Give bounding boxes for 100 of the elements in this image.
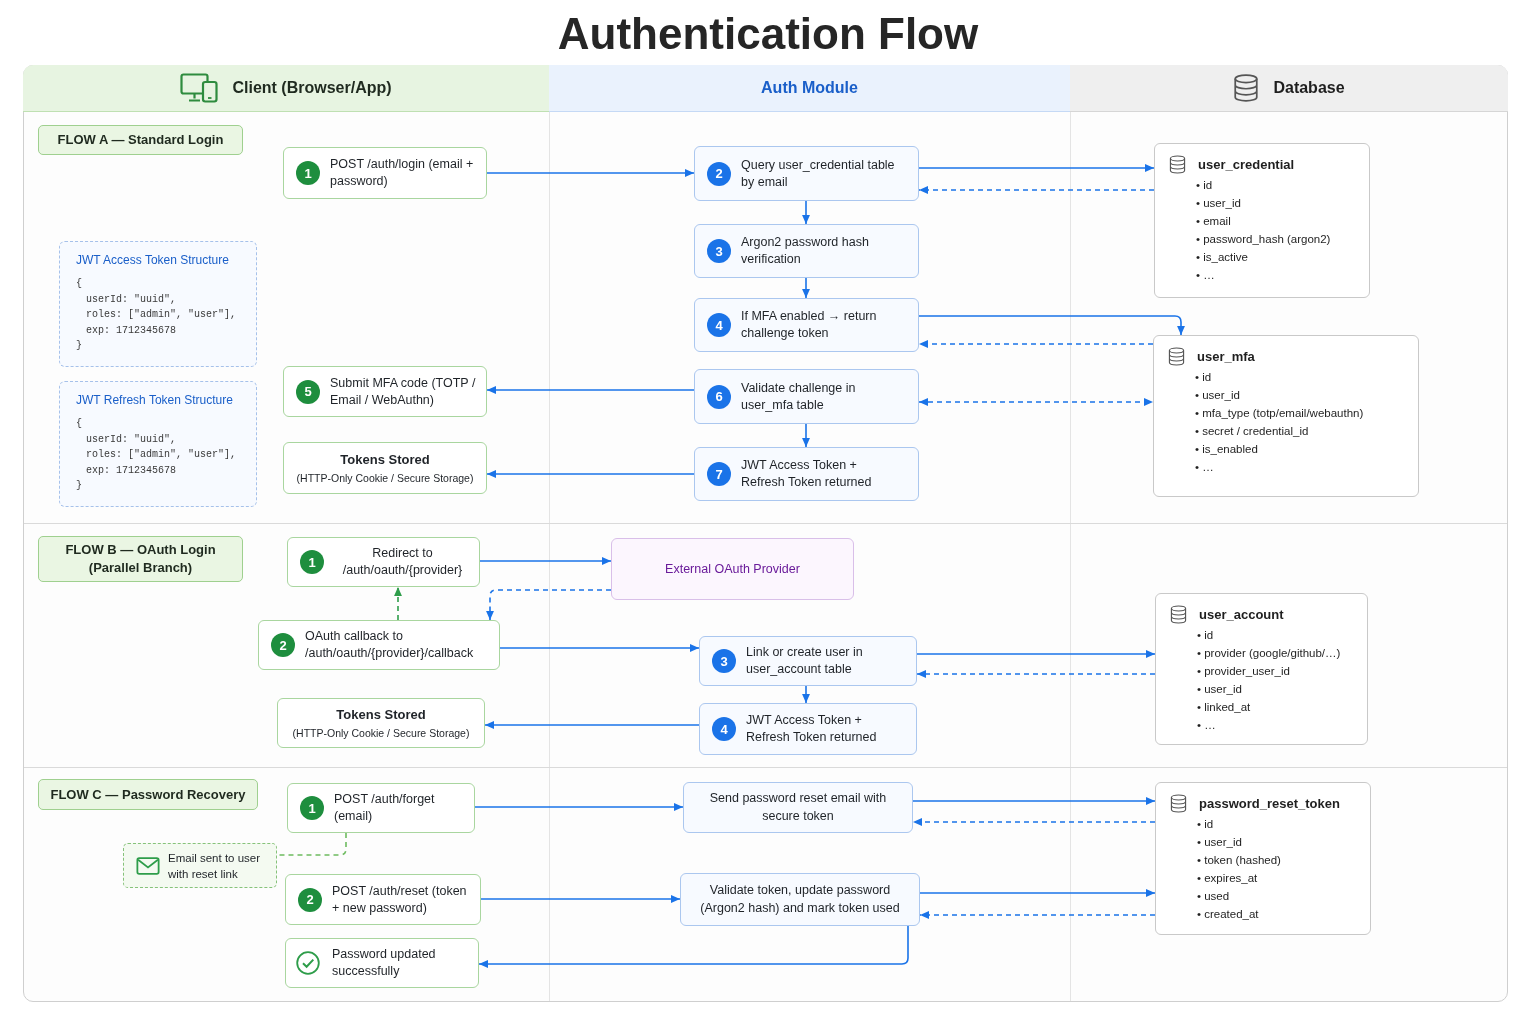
flow-label: FLOW A — Standard Login xyxy=(38,125,243,155)
table-field: • id xyxy=(1197,815,1214,833)
process-box xyxy=(694,146,919,201)
table-field: • … xyxy=(1196,266,1215,284)
step-text: POST /auth/login (email + password) xyxy=(330,156,475,190)
lane-title: Auth Module xyxy=(761,79,858,97)
process-box xyxy=(694,447,919,501)
step-text: Query user_credential table by email xyxy=(741,156,896,191)
storage-box xyxy=(277,698,485,748)
code-line: { xyxy=(76,417,82,431)
code-line: exp: 1712345678 xyxy=(86,463,176,478)
process-box xyxy=(683,782,913,833)
arrow xyxy=(918,315,1185,336)
process-box xyxy=(694,298,919,352)
lane-header xyxy=(549,65,1070,112)
code-note-box xyxy=(59,381,257,507)
table-field: • user_id xyxy=(1196,194,1241,212)
table-field: • user_id xyxy=(1197,680,1242,698)
dashed-arrow xyxy=(918,186,1155,194)
step-text: OAuth callback to /auth/oauth/{provider}/callback xyxy=(305,628,475,662)
step-number-badge: 1 xyxy=(300,796,324,820)
database-table-box xyxy=(1155,593,1368,745)
process-box xyxy=(283,366,487,417)
arrow xyxy=(499,644,700,652)
arrow xyxy=(802,423,810,448)
arrow xyxy=(480,895,681,903)
step-number-badge: 2 xyxy=(707,161,731,186)
step-text: Argon2 password hash verification xyxy=(741,234,870,268)
step-text: POST /auth/forget (email) xyxy=(334,791,436,825)
step-number-badge: 2 xyxy=(298,887,322,912)
lane-header xyxy=(23,65,549,112)
process-box xyxy=(283,147,487,199)
note-title: JWT Refresh Token Structure xyxy=(76,392,233,408)
process-box xyxy=(680,873,920,926)
flow-label: FLOW C — Password Recovery xyxy=(38,779,258,810)
process-box xyxy=(287,537,480,587)
arrow xyxy=(919,889,1156,897)
box-heading: Tokens Stored xyxy=(336,706,426,723)
table-field: • secret / credential_id xyxy=(1195,422,1309,440)
table-field: • id xyxy=(1196,176,1213,194)
result-box xyxy=(285,938,479,988)
code-line: } xyxy=(76,479,82,493)
table-field: • is_active xyxy=(1196,248,1248,266)
note-box xyxy=(123,843,277,888)
arrow xyxy=(478,925,909,968)
table-field: • id xyxy=(1197,626,1214,644)
step-text: Validate challenge in user_mfa table xyxy=(741,379,857,414)
lane-title: Client (Browser/App) xyxy=(232,79,392,97)
process-box xyxy=(699,703,917,755)
dashed-double-arrow xyxy=(918,398,1154,406)
arrow xyxy=(486,169,695,177)
database-table-box xyxy=(1153,335,1419,497)
step-number-badge: 3 xyxy=(707,239,731,263)
arrow xyxy=(802,685,810,704)
step-number-badge: 4 xyxy=(712,717,736,741)
arrow xyxy=(916,650,1156,658)
process-box xyxy=(258,620,500,670)
step-text: Link or create user in user_account table xyxy=(746,644,864,678)
arrow xyxy=(912,797,1156,805)
step-text: Validate token, update password (Argon2 hash) and mark token used xyxy=(699,882,901,917)
table-field: • is_enabled xyxy=(1195,440,1258,458)
process-box xyxy=(699,636,917,686)
table-field: • id xyxy=(1195,368,1212,386)
arrow xyxy=(486,386,695,394)
table-name: user_mfa xyxy=(1197,348,1255,364)
storage-box xyxy=(283,442,487,494)
table-name: user_credential xyxy=(1198,156,1295,172)
step-number-badge: 3 xyxy=(712,649,736,673)
table-field: • created_at xyxy=(1197,905,1259,923)
code-line: userId: "uuid", xyxy=(86,292,176,307)
provider-box xyxy=(611,538,854,600)
table-field: • provider (google/github/…) xyxy=(1197,644,1341,662)
arrow xyxy=(484,721,700,729)
dashed-arrow xyxy=(918,340,1154,348)
step-number-badge: 1 xyxy=(300,550,324,574)
code-line: exp: 1712345678 xyxy=(86,323,176,338)
step-text: Submit MFA code (TOTP / Email / WebAuthn) xyxy=(330,374,477,409)
table-field: • token (hashed) xyxy=(1197,851,1281,869)
step-text: If MFA enabled → return challenge token xyxy=(741,308,878,342)
step-number-badge: 4 xyxy=(707,313,731,337)
process-box xyxy=(694,369,919,424)
arrow xyxy=(474,803,684,811)
database-table-box xyxy=(1155,782,1371,935)
code-line: roles: ["admin", "user"], xyxy=(86,448,237,462)
step-number-badge: 2 xyxy=(271,633,295,657)
table-field: • email xyxy=(1196,212,1231,230)
dashed-arrow xyxy=(919,911,1156,919)
dashed-arrow xyxy=(912,818,1156,826)
table-field: • … xyxy=(1197,716,1216,734)
table-field: • user_id xyxy=(1197,833,1242,851)
code-line: userId: "uuid", xyxy=(86,432,176,447)
code-line: { xyxy=(76,277,82,291)
table-field: • … xyxy=(1195,458,1214,476)
flow-label: FLOW B — OAuth Login (Parallel Branch) xyxy=(38,536,243,582)
step-number-badge: 1 xyxy=(296,161,320,185)
arrow xyxy=(479,557,612,565)
box-text: (HTTP-Only Cookie / Secure Storage) xyxy=(296,470,474,485)
step-text: Redirect to /auth/oauth/{provider} xyxy=(341,545,464,579)
box-heading: Tokens Stored xyxy=(340,451,430,468)
process-box xyxy=(287,783,475,833)
